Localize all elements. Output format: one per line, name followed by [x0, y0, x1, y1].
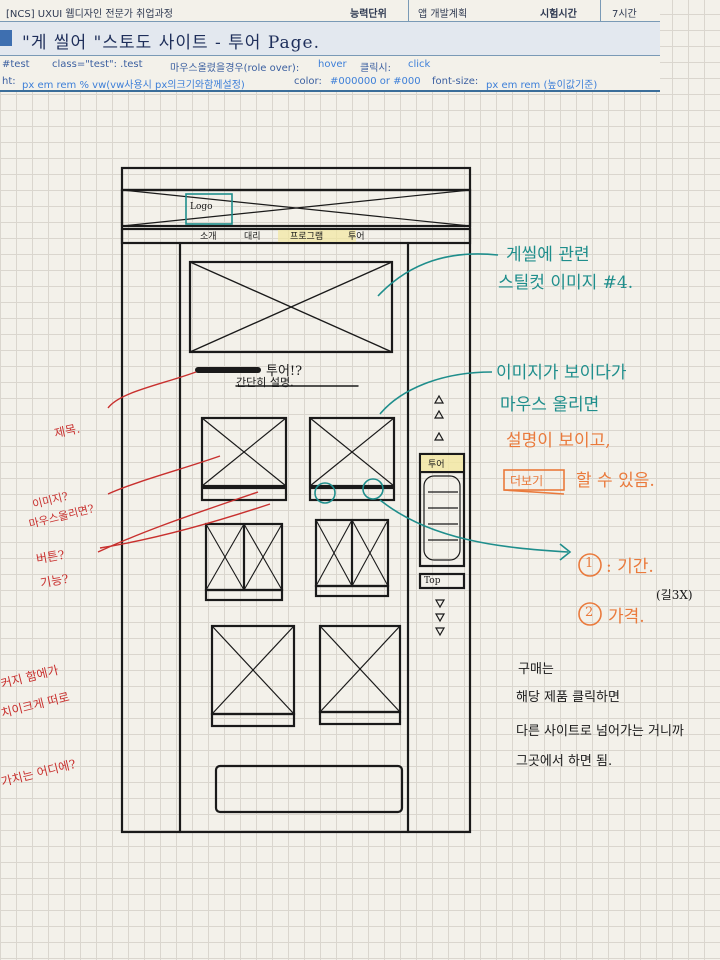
- more-button-box: [503, 469, 565, 491]
- guide-color-label: color:: [294, 76, 322, 87]
- note-period: : 기간.: [606, 557, 654, 577]
- note-hero-1: 게씰에 관련: [506, 245, 590, 265]
- guide-row-selectors: #test class="test": .test 마우스올렸을경우(role …: [0, 57, 660, 74]
- guide-hover-label: 마우스올렸을경우(role over):: [170, 63, 300, 74]
- note-price: 가격.: [608, 607, 645, 627]
- note-hero-2: 스틸컷 이미지 #4.: [498, 273, 634, 293]
- note-hover-1: 이미지가 보이다가: [496, 363, 627, 383]
- guide-fontsize-label: font-size:: [432, 76, 479, 87]
- worksheet-header: [NCS] UXUI 웹디자인 전문가 취업과정 능력단위 앱 개발계획 시험시…: [0, 0, 660, 92]
- nav-item-1: 소개: [200, 232, 217, 242]
- note-purchase-3: 다른 사이트로 넘어가는 거니까: [516, 724, 684, 739]
- nav-bar: [120, 227, 472, 245]
- guide-row-units: ht: px em rem % vw(vw사용시 px의크기와함께설정) col…: [0, 74, 660, 91]
- time-value: 7시간: [612, 9, 637, 20]
- card-image-1: [200, 416, 288, 488]
- side-panel: [418, 452, 466, 568]
- note-purchase-4: 그곳에서 하면 됨.: [516, 754, 613, 769]
- guide-class: class="test": .test: [52, 59, 143, 70]
- nav-item-4: 투어: [348, 232, 365, 242]
- top-button-box: [418, 572, 466, 590]
- note-item1-num: 1: [585, 556, 594, 571]
- side-panel-title: 투어: [428, 460, 445, 470]
- top-button: Top: [424, 576, 441, 586]
- guide-units: px em rem % vw(vw사용시 px의크기와함께설정): [22, 80, 245, 91]
- logo-label: Logo: [190, 202, 213, 212]
- guide-color: #000000 or #000: [330, 76, 421, 87]
- guide-click: click: [408, 59, 431, 70]
- guide-units-label: ht:: [2, 76, 16, 87]
- page-title: "게 씰어 "스토도 사이트 - 투어 Page.: [22, 33, 321, 53]
- note-item2-num: 2: [585, 605, 594, 620]
- unit-value: 앱 개발계획: [418, 9, 468, 20]
- note-purchase-2: 해당 제품 클릭하면: [516, 690, 620, 705]
- note-more: 할 수 있음.: [576, 471, 655, 491]
- guide-click-label: 클릭시:: [360, 63, 391, 74]
- note-paren: (길3X): [656, 588, 693, 602]
- note-hover-2: 마우스 올리면: [500, 395, 600, 415]
- nav-item-2: 대리: [244, 232, 261, 242]
- time-label: 시험시간: [540, 9, 577, 20]
- banner-area: [120, 188, 472, 228]
- course-name: [NCS] UXUI 웹디자인 전문가 취업과정: [6, 9, 173, 20]
- note-purchase-1: 구매는: [518, 662, 554, 677]
- bullet-icon: [0, 30, 12, 46]
- page-frame: [120, 166, 472, 834]
- unit-label: 능력단위: [350, 9, 387, 20]
- hero-image-placeholder: [188, 260, 394, 354]
- guide-fontsize: px em rem (높이값기준): [486, 80, 598, 91]
- footer-placeholder: [214, 764, 404, 814]
- section-title: 투어!?: [266, 364, 303, 379]
- header-title-row: "게 씰어 "스토도 사이트 - 투어 Page.: [0, 22, 660, 56]
- guide-id: #test: [2, 59, 30, 70]
- note-desc: 설명이 보이고,: [506, 431, 611, 451]
- nav-item-3: 프로그램: [290, 232, 324, 242]
- section-desc: 간단히 설명.: [236, 376, 294, 389]
- note-more-button: 더보기: [510, 474, 544, 488]
- guide-hover: hover: [318, 59, 347, 70]
- card-image-2: [308, 416, 396, 488]
- header-info-row: [NCS] UXUI 웹디자인 전문가 취업과정 능력단위 앱 개발계획 시험시…: [0, 0, 660, 22]
